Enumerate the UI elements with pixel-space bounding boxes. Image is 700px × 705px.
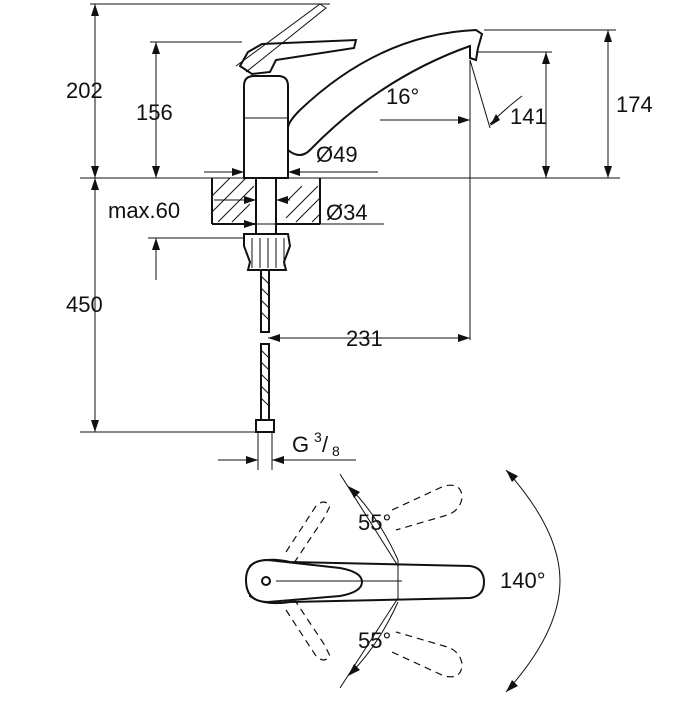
connection-hose bbox=[255, 269, 275, 470]
dim-156 bbox=[150, 41, 242, 178]
dim-label-55-upper: 55° bbox=[358, 510, 391, 535]
lever-pivot bbox=[261, 576, 271, 586]
thread-denominator: 8 bbox=[332, 443, 340, 459]
faucet-lever bbox=[238, 38, 358, 76]
mounting-nut bbox=[243, 233, 292, 271]
dim-label-49: Ø49 bbox=[316, 142, 358, 167]
dim-max60 bbox=[214, 196, 290, 204]
thread-numerator: 3 bbox=[314, 429, 322, 445]
swivel-lower-outline bbox=[285, 595, 463, 678]
thread-slash: / bbox=[322, 432, 329, 457]
dim-label-g: G bbox=[292, 432, 309, 457]
dim-label-156: 156 bbox=[136, 100, 173, 125]
dim-174 bbox=[484, 29, 616, 178]
dim-label-450: 450 bbox=[66, 292, 103, 317]
dim-g38 bbox=[218, 456, 356, 464]
dim-202 bbox=[90, 3, 330, 178]
swivel-arc-55-upper bbox=[339, 473, 399, 567]
dim-16-degree bbox=[380, 59, 523, 340]
faucet-spout bbox=[287, 28, 484, 156]
swivel-upper-outline bbox=[285, 484, 463, 567]
mounting-stud bbox=[255, 177, 277, 235]
dim-label-202: 202 bbox=[66, 78, 103, 103]
dim-450 bbox=[80, 178, 262, 433]
dim-label-55-lower: 55° bbox=[358, 628, 391, 653]
swivel-arc-55-lower bbox=[339, 597, 399, 689]
faucet-body bbox=[243, 75, 289, 179]
swivel-arc-140 bbox=[505, 469, 561, 693]
nut-ribs bbox=[251, 238, 285, 268]
dim-label-16: 16° bbox=[386, 84, 419, 109]
dim-231 bbox=[268, 334, 470, 342]
dim-label-141: 141 bbox=[510, 104, 547, 129]
dim-label-231: 231 bbox=[346, 326, 383, 351]
dim-label-max60: max.60 bbox=[108, 198, 180, 223]
dim-141 bbox=[476, 51, 552, 178]
dim-label-140: 140° bbox=[500, 568, 546, 593]
hose-connector bbox=[255, 419, 275, 433]
dim-label-174: 174 bbox=[616, 92, 653, 117]
dim-49 bbox=[204, 168, 378, 176]
lever-raised-outline bbox=[235, 3, 327, 73]
dim-label-34: Ø34 bbox=[326, 200, 368, 225]
dim-34 bbox=[242, 220, 384, 228]
